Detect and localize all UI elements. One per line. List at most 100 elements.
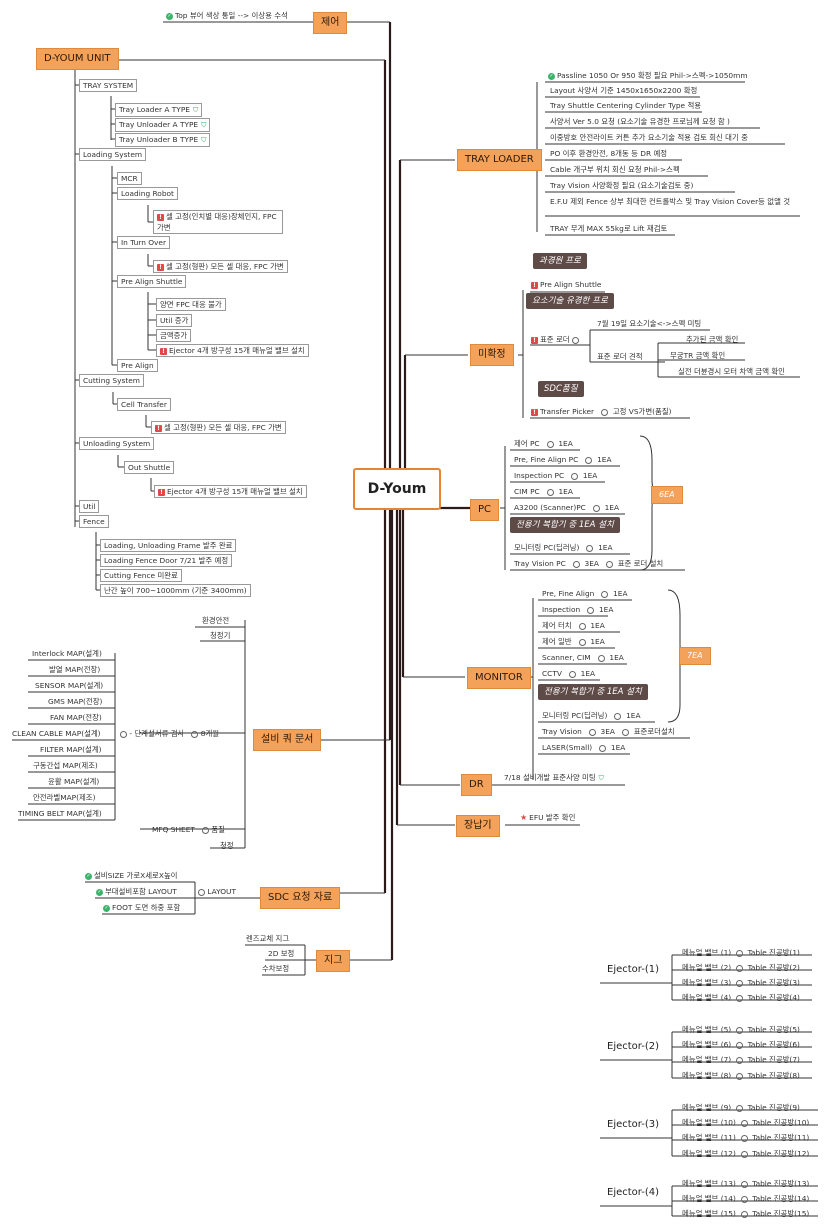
branch-tray-loader[interactable]: TRAY LOADER	[457, 149, 542, 171]
jig-item-1: 렌즈교체 지그	[246, 934, 290, 943]
pre-align-shuttle: !Pre Align Shuttle	[531, 279, 601, 290]
node-loading-robot[interactable]: Loading Robot	[117, 187, 178, 200]
clock-icon	[740, 1119, 748, 1127]
ejector-1-label[interactable]: Ejector-(1)	[607, 964, 660, 975]
node-loading-system[interactable]: Loading System	[79, 148, 147, 161]
tray-loader-item-3: Tray Shuttle Centering Cylinder Type 적용	[550, 101, 702, 110]
node-pre-align-shuttle[interactable]: Pre Align Shuttle	[117, 275, 187, 288]
node-turn-item[interactable]: !셀 고정(형판) 모든 셀 대응, FPC 가변	[153, 260, 288, 273]
node-fence-item-2[interactable]: Loading Fence Door 7/21 발주 예정	[100, 554, 233, 567]
node-fence-item-4[interactable]: 난간 높이 700~1000mm (기준 3400mm)	[100, 584, 251, 597]
tray-loader-item-4: 사양서 Ver 5.0 요청 (요소기술 유경한 프로님께 요청 함 )	[550, 117, 730, 126]
node-util[interactable]: Util	[79, 500, 100, 513]
node-mcr[interactable]: MCR	[117, 172, 142, 185]
branch-jangnapgi[interactable]: 장납기	[456, 815, 500, 837]
check-icon: ✓	[103, 904, 110, 912]
ej1-row3: 메뉴얼 밸브 (3) Table 진공방(3)	[682, 978, 800, 987]
ej2-row2: 메뉴얼 밸브 (6) Table 진공방(6)	[682, 1040, 800, 1049]
branch-pc[interactable]: PC	[470, 499, 500, 521]
clock-icon	[735, 964, 743, 972]
pc-item-1: 제어 PC 1EA	[514, 439, 573, 448]
clock-icon	[735, 949, 743, 957]
clock-icon	[586, 544, 594, 552]
clock-icon	[622, 728, 630, 736]
map-5: FAN MAP(전장)	[50, 713, 102, 722]
clock-icon	[571, 336, 579, 344]
node-out-shuttle-item[interactable]: !Ejector 4개 방구성 15개 매뉴얼 밸브 설치	[154, 485, 307, 498]
warning-icon: !	[531, 408, 538, 416]
node-cell-transfer-item[interactable]: !셀 고정(형판) 모든 셀 대응, FPC 가변	[151, 421, 286, 434]
ej3-row2: 메뉴얼 밸브 (10) Table 진공방(10)	[682, 1118, 810, 1127]
map-11: TIMING BELT MAP(설계)	[18, 809, 102, 818]
branch-dr[interactable]: DR	[461, 774, 492, 796]
ej3-row3: 메뉴얼 밸브 (11) Table 진공방(11)	[682, 1133, 810, 1142]
clock-icon	[735, 1041, 743, 1049]
ejector-3-label[interactable]: Ejector-(3)	[607, 1119, 660, 1130]
monitor-item-5: Scanner, CIM 1EA	[542, 653, 624, 662]
branch-d-youm-unit[interactable]: D-YOUM UNIT	[36, 48, 119, 70]
node-cell-transfer[interactable]: Cell Transfer	[117, 398, 171, 411]
branch-monitor[interactable]: MONITOR	[467, 667, 531, 689]
jul19-meeting: 7월 19일 요소기술<->스펙 미팅	[597, 319, 702, 328]
check-icon: ✓	[166, 12, 173, 20]
dr-item: 7/18 설비개발 표준사양 미팅⛉	[504, 773, 604, 782]
clock-icon	[585, 456, 593, 464]
monitor-tray-vision: Tray Vision 3EA 표준로더설치	[542, 727, 675, 736]
node-tray-loader-a[interactable]: Tray Loader A TYPE⛉	[115, 103, 203, 117]
node-tray-system[interactable]: TRAY SYSTEM	[79, 79, 138, 92]
sdc-layout: LAYOUT	[198, 886, 236, 897]
jeeo-item: ✓Top 뷰어 색상 통일 --> 이상용 수석	[166, 11, 288, 20]
clock-icon	[740, 1180, 748, 1188]
clock-icon	[735, 994, 743, 1002]
branch-mihwakjeong[interactable]: 미확정	[470, 344, 514, 366]
ej1-row1: 메뉴얼 밸브 (1) Table 진공방(1)	[682, 948, 800, 957]
map-7: FILTER MAP(설계)	[40, 745, 102, 754]
node-unloading-system[interactable]: Unloading System	[79, 437, 155, 450]
node-fence[interactable]: Fence	[79, 515, 109, 528]
monitor-tag: 전용기 복합기 중 1EA 설치	[538, 684, 648, 700]
monitor-item-6: CCTV 1EA	[542, 669, 596, 678]
branch-sdc[interactable]: SDC 요청 자료	[260, 887, 341, 909]
central-topic[interactable]: D-Youm	[353, 468, 441, 510]
node-shuttle-item-4[interactable]: !Ejector 4개 방구성 15개 매뉴얼 밸브 설치	[156, 344, 309, 357]
node-shuttle-item-1[interactable]: 양면 FPC 대응 불가	[156, 298, 226, 311]
node-robot-item[interactable]: !셀 고정(인치별 대응)장체인지, FPC 가변	[153, 210, 283, 234]
clock-icon	[740, 1195, 748, 1203]
leaf-icon: ⛉	[201, 121, 207, 129]
ej2-row1: 메뉴얼 밸브 (5) Table 진공방(5)	[682, 1025, 800, 1034]
monitor-item-2: Inspection 1EA	[542, 605, 614, 614]
node-shuttle-item-2[interactable]: Util 증가	[156, 314, 193, 327]
branch-jig[interactable]: 지그	[316, 950, 351, 972]
ejector-2-label[interactable]: Ejector-(2)	[607, 1041, 660, 1052]
branch-docs[interactable]: 설비 쿼 문서	[253, 729, 322, 751]
pc-item-5: A3200 (Scanner)PC 1EA	[514, 503, 620, 512]
monitor-total: 7EA	[679, 647, 711, 665]
node-pre-align[interactable]: Pre Align	[117, 359, 158, 372]
clock-icon	[546, 440, 554, 448]
pc-monitoring: 모니터링 PC(딥러닝) 1EA	[514, 543, 613, 552]
clock-icon	[592, 504, 600, 512]
quote-item-3: 실전 더뷴경시 모터 차액 금액 확인	[678, 367, 785, 376]
node-shuttle-item-3[interactable]: 금액증가	[156, 329, 192, 342]
ej2-row3: 메뉴얼 밸브 (7) Table 진공방(7)	[682, 1055, 800, 1064]
ej1-row2: 메뉴얼 밸브 (2) Table 진공방(2)	[682, 963, 800, 972]
star-icon: ★	[520, 813, 528, 822]
clock-icon	[546, 488, 554, 496]
node-fence-item-3[interactable]: Cutting Fence 미완료	[100, 569, 182, 582]
ejector-4-label[interactable]: Ejector-(4)	[607, 1187, 660, 1198]
node-tray-unloader-b[interactable]: Tray Unloader B TYPE⛉	[115, 133, 211, 147]
node-tray-unloader-a[interactable]: Tray Unloader A TYPE⛉	[115, 118, 211, 132]
node-in-turn-over[interactable]: In Turn Over	[117, 236, 171, 249]
node-out-shuttle[interactable]: Out Shuttle	[124, 461, 175, 474]
tag-yukyunghan: 요소기술 유경한 프로	[526, 293, 614, 309]
node-fence-item-1[interactable]: Loading, Unloading Frame 발주 완료	[100, 539, 237, 552]
node-cutting-system[interactable]: Cutting System	[79, 374, 144, 387]
monitor-item-3: 제어 터치 1EA	[542, 621, 605, 630]
map-1: Interlock MAP(설계)	[32, 649, 102, 658]
ej1-row4: 메뉴얼 밸브 (4) Table 진공방(4)	[682, 993, 800, 1002]
clock-icon	[599, 744, 607, 752]
tray-loader-item-10: TRAY 무게 MAX 55kg로 Lift 재검토	[550, 224, 668, 233]
leaf-icon: ⛉	[192, 106, 199, 114]
warning-icon: !	[155, 424, 162, 432]
branch-jeeo[interactable]: 제어	[313, 12, 348, 34]
